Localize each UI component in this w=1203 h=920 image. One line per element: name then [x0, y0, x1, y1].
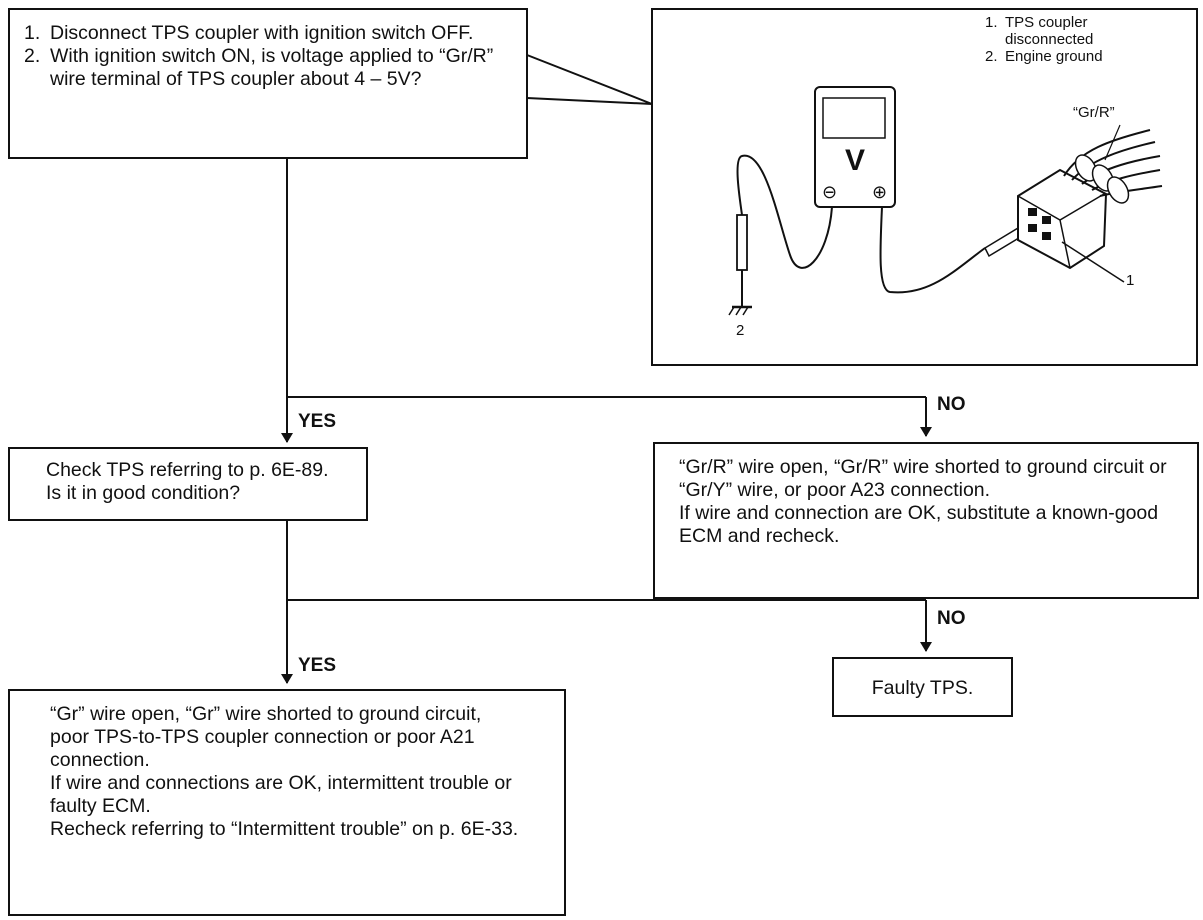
- meter-positive-terminal: ⊕: [872, 182, 888, 202]
- result-yes2-line-2: If wire and connections are OK, intermit…: [50, 772, 512, 817]
- step2-line-2: Is it in good condition?: [46, 482, 241, 504]
- result-yes2-box: “Gr” wire open, “Gr” wire shorted to gro…: [8, 689, 566, 916]
- step1-question-box: 1. Disconnect TPS coupler with ignition …: [8, 8, 528, 159]
- legend-item-1-line2: disconnected: [1005, 31, 1094, 48]
- illustration-legend: 1. TPS coupler disconnected 2. Engine grou…: [985, 14, 1193, 65]
- branch1-no-label: NO: [937, 394, 966, 415]
- voltmeter-illustration: [728, 86, 1163, 316]
- callout-pointer: [525, 54, 653, 105]
- positive-lead: [879, 206, 986, 294]
- step1-item-1-number: 1.: [24, 22, 41, 44]
- step1-item-1: 1. Disconnect TPS coupler with ignition …: [24, 22, 512, 45]
- result-no1-line-2: If wire and connection are OK, substitut…: [679, 502, 1159, 547]
- wire-label: “Gr/R”: [1073, 104, 1115, 121]
- branch2-connectors: [281, 520, 932, 684]
- callout-number-2: 2: [736, 322, 745, 339]
- legend-item-2: 2. Engine ground: [985, 48, 1193, 65]
- legend-item-1-number: 1.: [985, 14, 998, 31]
- branch1-yes-label: YES: [298, 411, 337, 432]
- legend-item-2-line1: Engine ground: [1005, 48, 1103, 65]
- step2-question-box: Check TPS referring to p. 6E-89. Is it i…: [8, 447, 368, 521]
- step1-item-2-text: With ignition switch ON, is voltage appl…: [50, 45, 494, 90]
- legend-item-1-line1: TPS coupler: [1005, 14, 1088, 31]
- result-no1-box: “Gr/R” wire open, “Gr/R” wire shorted to…: [653, 442, 1199, 599]
- step2-line-1: Check TPS referring to p. 6E-89.: [46, 459, 329, 481]
- branch2-yes-label: YES: [298, 655, 337, 676]
- meter-letter: V: [845, 144, 866, 177]
- result-yes2-line-3: Recheck referring to “Intermittent troub…: [50, 818, 519, 840]
- meter-negative-terminal: ⊖: [822, 182, 838, 202]
- voltmeter-display: [822, 97, 886, 139]
- negative-lead: [736, 154, 833, 269]
- result-no2-box: Faulty TPS.: [832, 657, 1013, 717]
- result-no2-text: Faulty TPS.: [871, 677, 974, 699]
- wire-label-leader-line: [1104, 124, 1121, 161]
- legend-item-1: 1. TPS coupler disconnected: [985, 14, 1193, 48]
- step1-steps: 1. Disconnect TPS coupler with ignition …: [24, 22, 512, 91]
- illustration-panel: [651, 8, 1198, 366]
- branch2-no-label: NO: [937, 608, 966, 629]
- result-yes2-line-1: “Gr” wire open, “Gr” wire shorted to gro…: [50, 703, 482, 771]
- step1-item-1-text: Disconnect TPS coupler with ignition swi…: [50, 22, 474, 44]
- legend-item-2-number: 2.: [985, 48, 998, 65]
- branch1-connectors: [281, 158, 932, 443]
- tps-coupler: [1017, 129, 1163, 270]
- step1-item-2-number: 2.: [24, 45, 41, 67]
- callout-number-1: 1: [1126, 272, 1135, 289]
- result-no1-line-1: “Gr/R” wire open, “Gr/R” wire shorted to…: [679, 456, 1167, 501]
- step1-item-2: 2. With ignition switch ON, is voltage a…: [24, 45, 512, 91]
- coupler-leader-line: [1061, 241, 1125, 283]
